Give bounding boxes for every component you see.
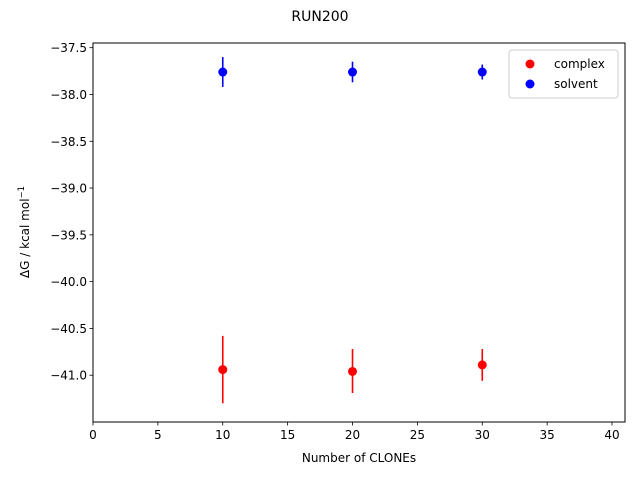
data-point [477, 360, 487, 370]
plot-frame [92, 42, 626, 423]
y-tick-label: −40.0 [50, 275, 87, 289]
x-tick-label: 20 [345, 428, 360, 442]
data-point [218, 67, 228, 77]
y-axis-label: ΔG / kcal mol−1 [17, 186, 32, 278]
data-point [348, 366, 358, 376]
y-axis-label-exponent: −1 [17, 186, 27, 199]
y-tick-label: −37.5 [50, 41, 87, 55]
x-axis-label: Number of CLONEs [302, 451, 416, 465]
y-tick-label: −41.0 [50, 369, 87, 383]
x-tick-label: 15 [280, 428, 295, 442]
legend: complex solvent [508, 49, 619, 99]
y-axis-label-main: ΔG / kcal mol [18, 198, 32, 278]
chart-title: RUN200 [291, 9, 348, 25]
y-tick-label: −39.5 [50, 228, 87, 242]
x-tick-label: 35 [540, 428, 555, 442]
x-tick-label: 30 [475, 428, 490, 442]
legend-label: complex [554, 57, 605, 71]
data-point [477, 67, 487, 77]
y-tick-label: −38.0 [50, 88, 87, 102]
series-solvent [218, 57, 487, 87]
data-point [348, 67, 358, 77]
legend-frame [508, 49, 619, 99]
legend-label: solvent [554, 77, 598, 91]
x-tick-label: 0 [89, 428, 97, 442]
y-tick-label: −38.5 [50, 135, 87, 149]
x-axis: 0 5 10 15 20 25 30 35 40 [89, 422, 620, 442]
data-point [218, 365, 228, 375]
x-tick-label: 5 [154, 428, 162, 442]
x-tick-label: 40 [604, 428, 619, 442]
plot-area [218, 57, 487, 404]
x-tick-label: 10 [215, 428, 230, 442]
series-complex [218, 335, 487, 404]
y-axis: −37.5 −38.0 −38.5 −39.0 −39.5 −40.0 −40.5 −41.0 [50, 41, 93, 383]
legend-marker [525, 59, 535, 69]
y-tick-label: −39.0 [50, 182, 87, 196]
x-tick-label: 25 [410, 428, 425, 442]
legend-marker [525, 79, 535, 89]
y-tick-label: −40.5 [50, 322, 87, 336]
